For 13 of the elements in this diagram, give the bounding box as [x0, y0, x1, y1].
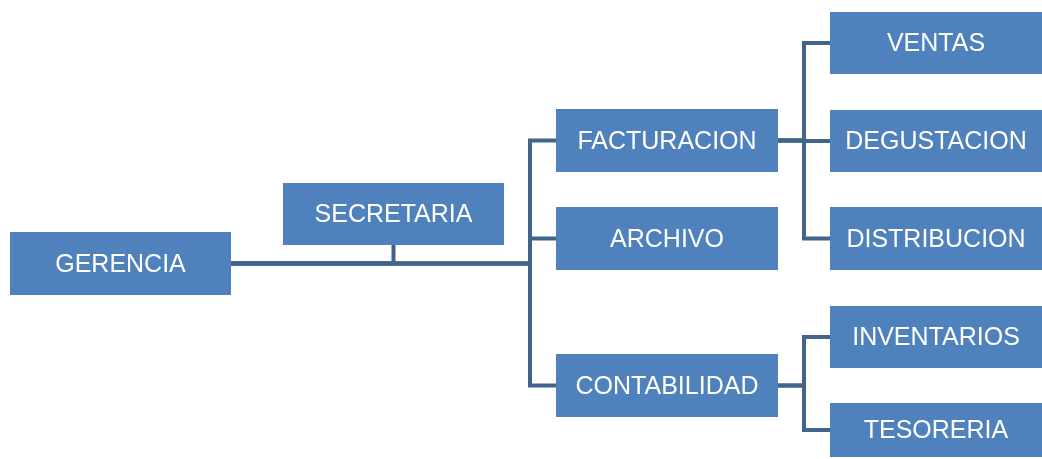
connector-line [778, 138, 830, 241]
org-box: DEGUSTACION [830, 110, 1042, 172]
org-box: INVENTARIOS [830, 306, 1042, 368]
org-box: GERENCIA [10, 232, 231, 295]
org-box: VENTAS [830, 12, 1042, 74]
org-box: ARCHIVO [556, 207, 778, 270]
org-box: CONTABILIDAD [556, 354, 778, 417]
connector-line [778, 383, 830, 432]
org-box: SECRETARIA [283, 183, 504, 245]
org-box: TESORERIA [830, 403, 1042, 457]
connector-line [231, 261, 556, 388]
org-box: DISTRIBUCION [830, 207, 1042, 270]
org-box: FACTURACION [556, 109, 778, 172]
